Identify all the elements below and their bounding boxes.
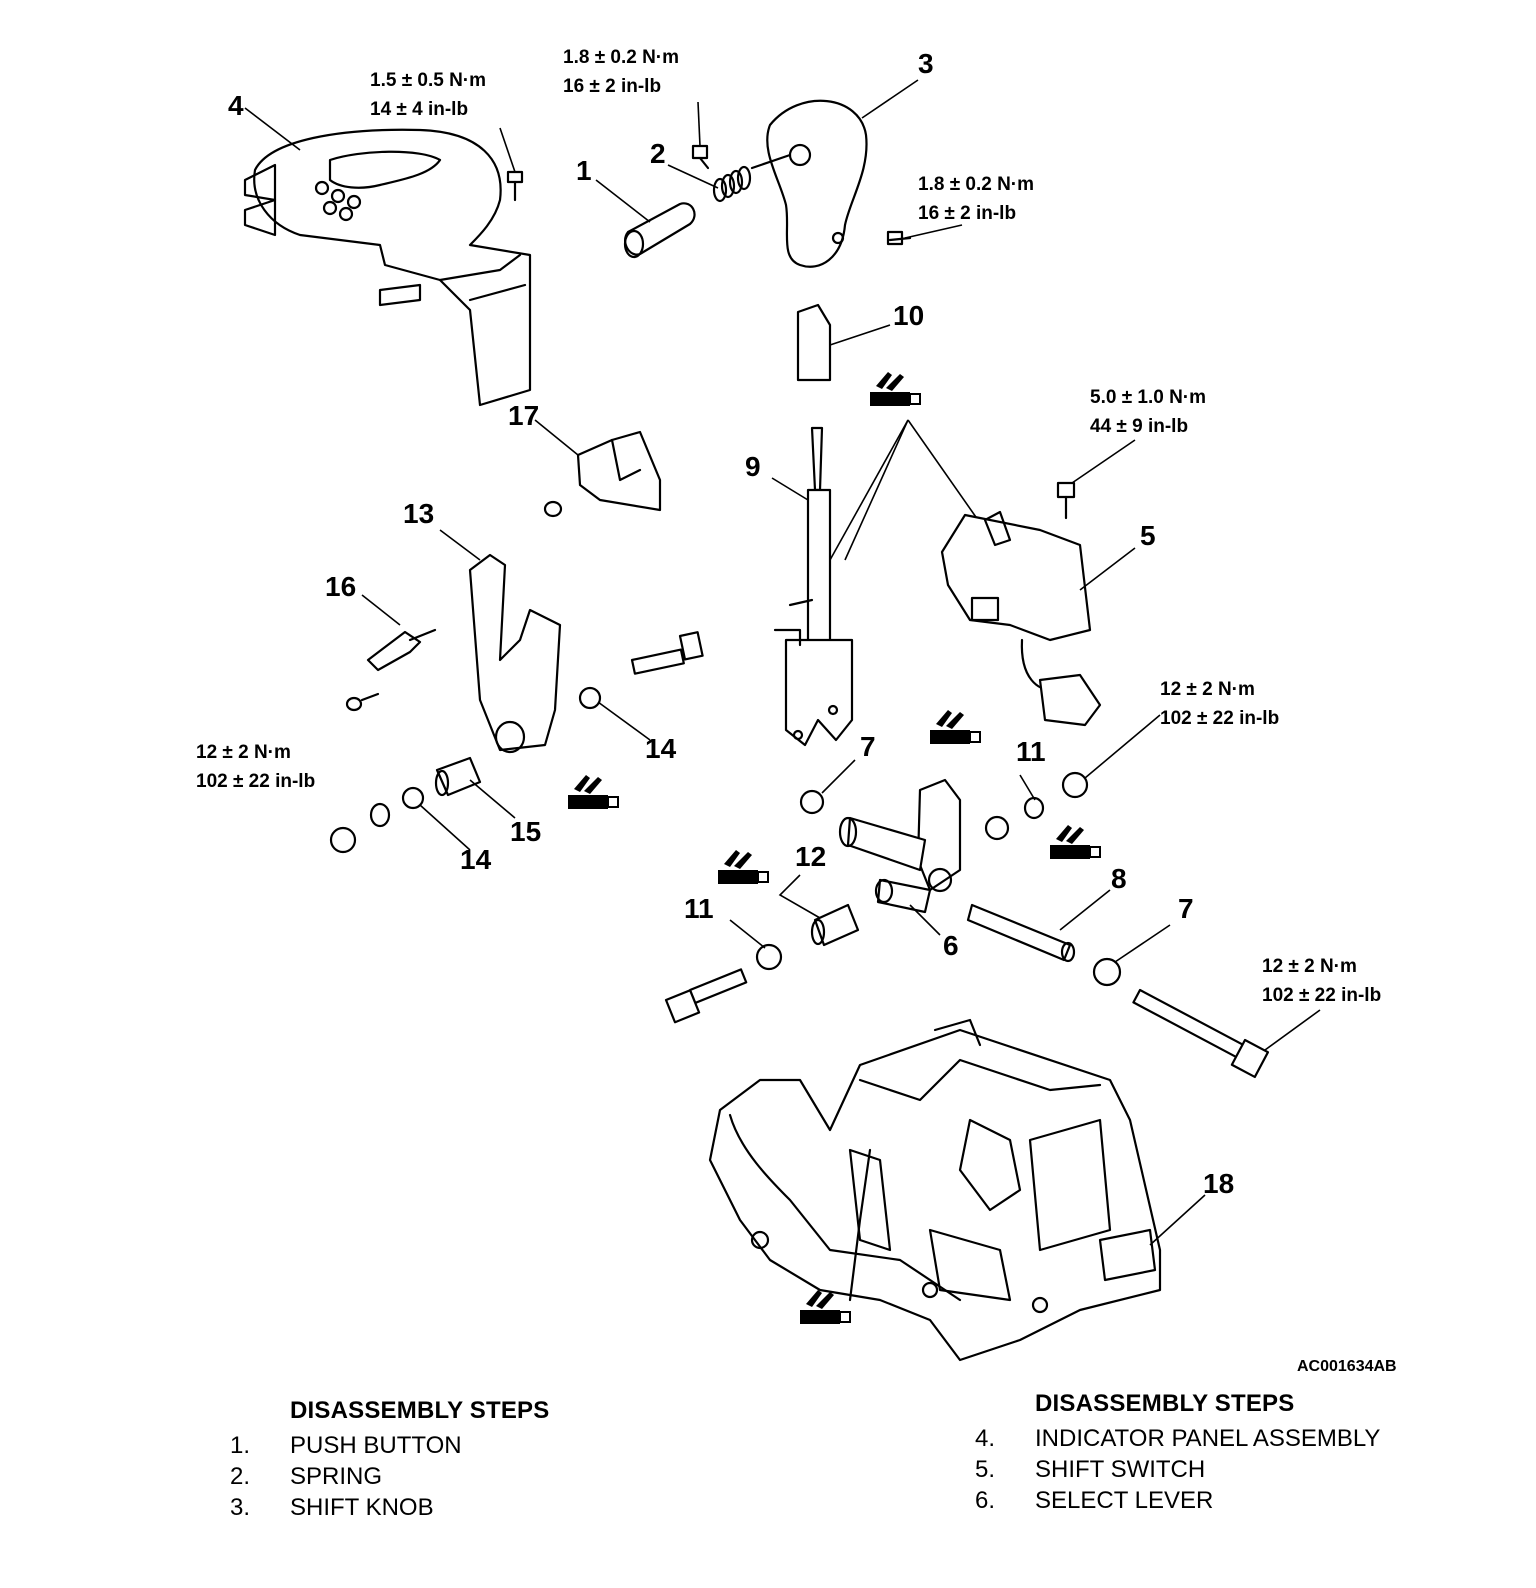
shift-knob-part [750,99,868,268]
step-item: 1. PUSH BUTTON [230,1432,462,1459]
nut-icon [799,789,825,815]
nut-icon [329,826,357,854]
step-item: 3. SHIFT KNOB [230,1494,434,1521]
callout-1: 1 [576,155,592,186]
bushing-part [810,903,860,947]
selector-lever-part [773,426,854,747]
callout-2: 2 [650,138,666,169]
callout-10: 10 [893,300,925,331]
callout-12: 12 [795,841,827,872]
callout-7: 7 [860,731,876,762]
callout-6: 6 [943,930,959,961]
nut-icon [755,943,783,971]
bolt-icon [630,631,704,675]
callout-8: 8 [1111,863,1127,894]
bolt-icon [1132,988,1270,1079]
screw-icon [691,144,710,170]
steps-heading: DISASSEMBLY STEPS [1035,1390,1295,1417]
spring-part [712,165,752,203]
nut-icon [1061,771,1089,799]
select-lever-part [838,778,962,914]
callout-11: 11 [684,893,714,924]
grease-icon [799,1289,851,1325]
callout-17: 17 [508,400,540,431]
bolt-icon [1056,481,1076,520]
shift-switch-part [940,510,1102,727]
nut-icon [578,686,602,710]
disassembly-steps-right: DISASSEMBLY STEPS 4. INDICATOR PANEL ASS… [975,1390,1380,1516]
callout-7: 7 [1178,893,1194,924]
grease-icon [869,371,921,407]
callout-15: 15 [510,816,542,847]
indicator-panel-assembly [243,128,532,407]
step-item: 4. INDICATOR PANEL ASSEMBLY [975,1425,1381,1452]
nut-icon [984,815,1010,841]
callout-4: 4 [228,90,244,121]
callout-18: 18 [1203,1168,1235,1199]
pivot-bracket-part [468,553,562,754]
push-button-part [623,202,696,259]
leader-lines [244,79,1321,1246]
pivot-pin-part [966,903,1076,963]
grease-icon [567,774,619,810]
nut-icon [1092,957,1122,987]
callout-3: 3 [918,48,934,79]
grease-icon [1049,824,1101,860]
step-item: 5. SHIFT SWITCH [975,1456,1206,1483]
base-bracket-part [708,1018,1162,1362]
callout-5: 5 [1140,520,1156,551]
nut-icon [401,786,425,810]
step-item: 6. SELECT LEVER [975,1487,1214,1514]
bracket-part [543,430,662,518]
callout-9: 9 [745,451,761,482]
figure-id: AC001634AB [1297,1358,1397,1375]
washer-icon [1023,796,1045,820]
callout-13: 13 [403,498,435,529]
screw-icon [506,170,524,202]
bolt-icon [664,968,748,1024]
callout-11: 11 [1016,736,1046,767]
bushing-part [434,756,482,797]
detent-spring-part [345,628,437,712]
grease-icon [717,849,769,885]
steps-heading: DISASSEMBLY STEPS [290,1397,550,1424]
grease-icon [929,709,981,745]
lever-insert-part [796,303,832,382]
step-item: 2. SPRING [230,1463,383,1490]
callout-16: 16 [325,571,357,602]
disassembly-steps-left: DISASSEMBLY STEPS 1. PUSH BUTTON 2. SPRI… [230,1397,549,1523]
callout-14: 14 [460,844,492,875]
callout-14: 14 [645,733,677,764]
exploded-view-diagram [243,79,1321,1362]
washer-icon [369,802,391,828]
